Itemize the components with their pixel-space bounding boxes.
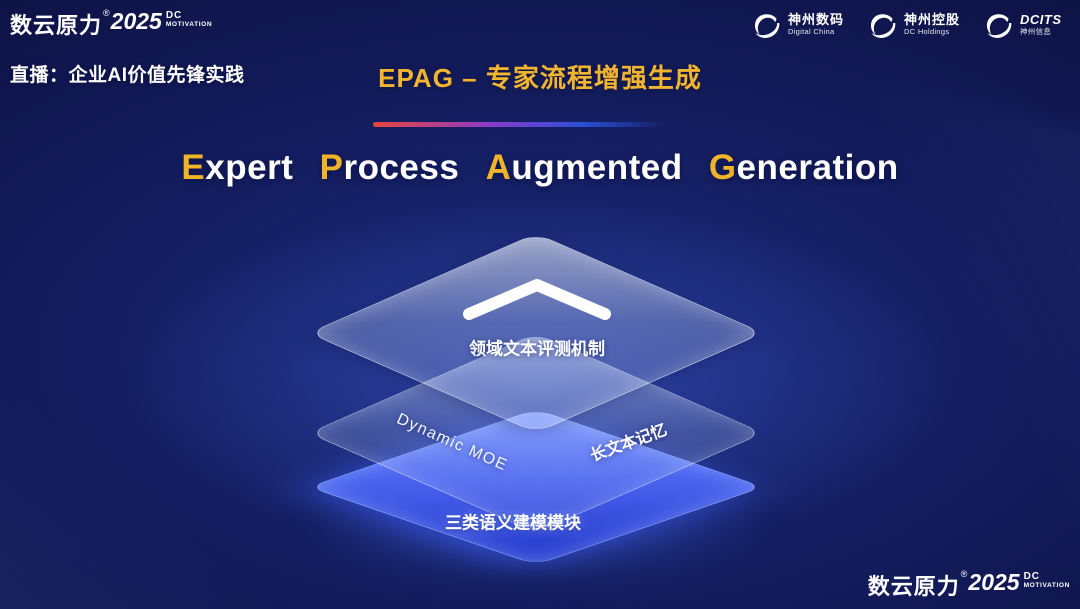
logo-title: 神州控股 [904,12,961,28]
logo-digital-china: 神州数码 Digital China [752,10,844,40]
gradient-divider [373,122,665,127]
logo-subtitle: DC Holdings [904,27,950,37]
logo-dcits: DCITS 神州信息 [984,10,1062,40]
brand-name: 数云原力 [10,13,103,38]
title-word-process: Process [320,148,460,187]
brand-subtitle: DC MOTIVATION [165,10,213,28]
brand-year: 2025 [110,8,162,34]
logo-dc-holdings: 神州控股 DC Holdings [868,10,960,40]
logo-title: 神州数码 [788,12,845,28]
title-word-augmented: Augmented [486,148,683,187]
brand-dc: DC [165,10,183,21]
logo-text-block: 神州数码 Digital China [788,12,845,37]
title-initial: G [708,148,737,187]
logo-title: DCITS [1020,12,1062,28]
brand-motivation: MOTIVATION [165,20,213,28]
logo-subtitle: Digital China [788,27,835,37]
registered-mark: ® [103,8,110,18]
bottom-layer-label: 三类语义建模模块 [445,513,581,533]
brand-subtitle: DC MOTIVATION [1023,571,1070,589]
logo-subtitle: 神州信息 [1020,27,1052,37]
background-light-streak-left [0,341,365,609]
title-initial: P [319,148,344,187]
page-title: Expert Process Augmented Generation [0,148,1080,188]
digital-china-swoosh-icon [754,14,780,38]
title-rest: ugmented [511,148,683,187]
title-rest: eneration [736,148,899,187]
title-word-expert: Expert [181,148,293,187]
brand-name: 数云原力 [867,574,960,599]
title-initial: E [181,148,206,187]
dcits-swoosh-icon [986,14,1012,38]
logo-text-block: DCITS 神州信息 [1020,12,1062,37]
title-rest: xpert [205,148,294,187]
dc-holdings-swoosh-icon [870,14,896,38]
title-word-generation: Generation [709,148,899,187]
top-layer-label: 领域文本评测机制 [469,339,605,359]
brand-motivation: MOTIVATION [1023,581,1070,589]
brand-dc: DC [1023,571,1041,582]
logo-text-block: 神州控股 DC Holdings [904,12,961,37]
live-stream-label: 直播：企业AI价值先锋实践 [10,65,245,86]
brand-logo-bottom-right: 数云原力®2025 DC MOTIVATION [868,569,1070,601]
brand-year: 2025 [968,569,1020,595]
chevron-up-icon [463,279,611,320]
title-initial: A [485,148,512,187]
registered-mark: ® [960,569,968,579]
slide-heading: EPAG – 专家流程增强生成 [378,63,702,93]
brand-logo-top-left: 数云原力®2025 DC MOTIVATION [10,8,212,40]
title-rest: rocess [343,148,460,187]
